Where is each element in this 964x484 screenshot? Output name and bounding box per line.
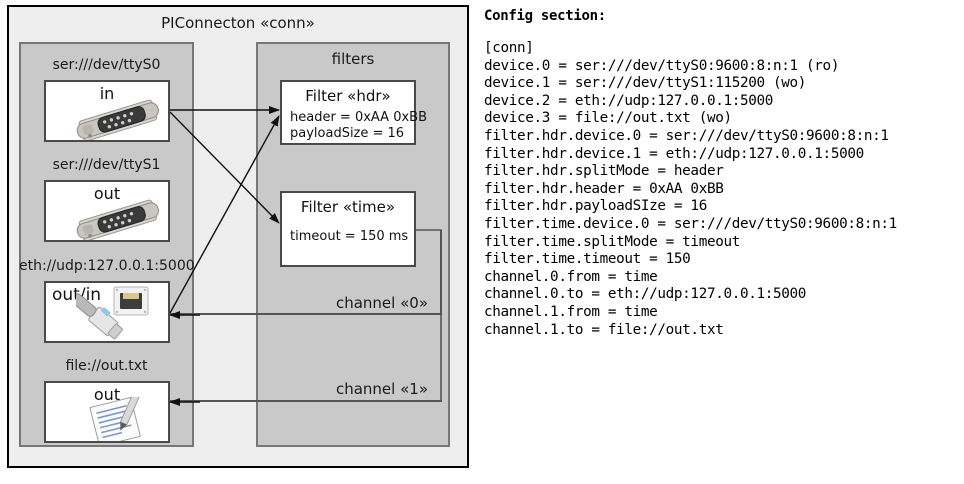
- filters-panel-title: filters: [331, 50, 375, 68]
- filter-box-hdr[interactable]: Filter «hdr» header = 0xAA 0xBB payloadS…: [280, 80, 427, 145]
- serial-port-icon: [76, 199, 159, 240]
- channel-1-route: [169, 315, 442, 402]
- device-box-ttys1[interactable]: out: [44, 180, 170, 242]
- config-line: device.2 = eth://udp:127.0.0.1:5000: [484, 92, 774, 109]
- ethernet-jack-icon: [76, 285, 149, 340]
- config-line: filter.hdr.splitMode = header: [484, 163, 724, 180]
- config-line: device.1 = ser:///dev/ttyS1:115200 (wo): [484, 75, 807, 92]
- config-line: device.3 = file://out.txt (wo): [484, 110, 732, 127]
- config-line: filter.hdr.header = 0xAA 0xBB: [484, 180, 724, 197]
- device-label-ttys1: ser:///dev/ttyS1: [52, 157, 161, 173]
- serial-port-icon: [76, 99, 159, 140]
- config-heading: Config section:: [484, 8, 606, 24]
- channel-1-label: channel «1»: [335, 380, 428, 398]
- config-line: channel.0.from = time: [484, 268, 658, 285]
- filter-attr-time-timeout: timeout = 150 ms: [290, 229, 409, 244]
- config-section: Config section: [conn]device.0 = ser:///…: [482, 0, 964, 484]
- device-box-eth[interactable]: out/in: [44, 281, 170, 343]
- filter-box-time[interactable]: Filter «time» timeout = 150 ms: [280, 191, 416, 267]
- device-label-ttys0: ser:///dev/ttyS0: [52, 57, 161, 73]
- page-title: PIConnecton «conn»: [161, 14, 315, 32]
- config-line: filter.time.timeout = 150: [484, 251, 691, 268]
- filter-title-hdr: Filter «hdr»: [305, 87, 391, 105]
- device-box-file[interactable]: out: [44, 381, 170, 443]
- config-line: filter.hdr.device.1 = eth://udp:127.0.0.…: [484, 145, 864, 162]
- config-line: filter.hdr.payloadSIze = 16: [484, 198, 707, 215]
- device-box-ttys0[interactable]: in: [44, 80, 170, 142]
- device-label-eth: eth://udp:127.0.0.1:5000: [19, 258, 195, 274]
- config-line: filter.hdr.device.0 = ser:///dev/ttyS0:9…: [484, 127, 889, 144]
- config-line: channel.1.to = file://out.txt: [484, 321, 724, 338]
- channel-0-label: channel «0»: [335, 294, 428, 312]
- config-line: [conn]: [484, 40, 534, 56]
- config-line: channel.1.from = time: [484, 303, 658, 320]
- config-line: filter.time.splitMode = timeout: [484, 233, 740, 250]
- connector-diagram: PIConnecton «conn» ser:///dev/ttyS0 in: [0, 0, 478, 484]
- config-lines: [conn]device.0 = ser:///dev/ttyS0:9600:8…: [484, 40, 897, 339]
- device-label-file: file://out.txt: [65, 358, 148, 374]
- config-line: filter.time.device.0 = ser:///dev/ttyS0:…: [484, 215, 897, 232]
- text-file-icon: [89, 397, 141, 441]
- filter-attr-hdr-payload: payloadSize = 16: [290, 126, 405, 141]
- filter-attr-hdr-header: header = 0xAA 0xBB: [290, 110, 428, 125]
- filter-title-time: Filter «time»: [300, 198, 396, 216]
- config-line: channel.0.to = eth://udp:127.0.0.1:5000: [484, 286, 807, 303]
- config-line: device.0 = ser:///dev/ttyS0:9600:8:n:1 (…: [484, 57, 840, 74]
